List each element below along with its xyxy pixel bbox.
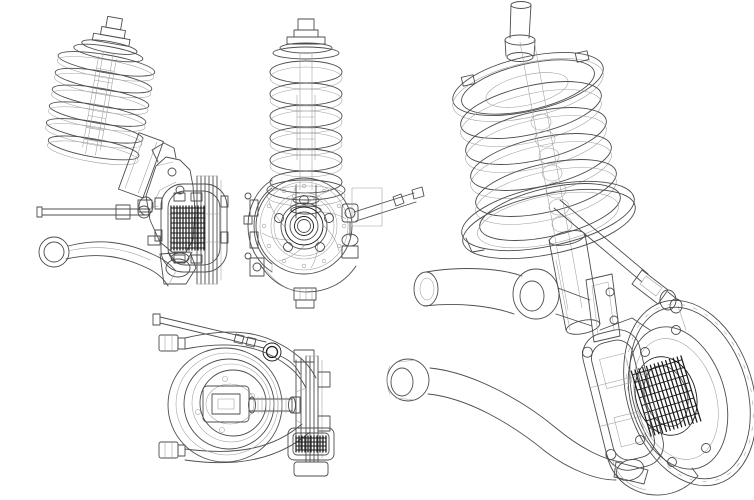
isometric-view-drawing: [386, 1, 754, 496]
side-brake-caliper: [154, 183, 229, 273]
front-brake-disc: [255, 177, 353, 275]
iso-lower-arm: [386, 358, 649, 485]
front-view-drawing: [243, 18, 425, 309]
top-axle-shaft: [248, 396, 301, 414]
side-lower-control-arm: [38, 236, 197, 287]
iso-dust-shield: [605, 451, 699, 496]
front-wheel-hub: [273, 195, 335, 257]
side-steering-knuckle: [137, 142, 196, 264]
side-coil-spring: [45, 15, 156, 166]
side-view-drawing: [36, 15, 229, 287]
iso-brake-disc: [623, 299, 754, 487]
side-tie-rod: [36, 204, 159, 220]
iso-strut-rod-bellows: [519, 39, 583, 311]
iso-brake-caliper: [581, 329, 664, 471]
front-tie-rod-end: [341, 186, 425, 259]
top-disc-and-caliper: [287, 349, 335, 477]
iso-splined-hub: [630, 355, 702, 437]
side-shock-tube: [118, 132, 164, 199]
iso-upper-arm: [413, 268, 593, 327]
front-strut-rod: [290, 52, 322, 219]
front-brake-caliper: [243, 179, 273, 277]
front-coil-spring: [266, 60, 346, 207]
top-view-drawing: [152, 313, 335, 477]
front-top-mount: [272, 18, 340, 60]
iso-top-mount: [452, 1, 604, 122]
front-knuckle-base: [259, 263, 357, 309]
top-tie-rod: [152, 313, 301, 375]
